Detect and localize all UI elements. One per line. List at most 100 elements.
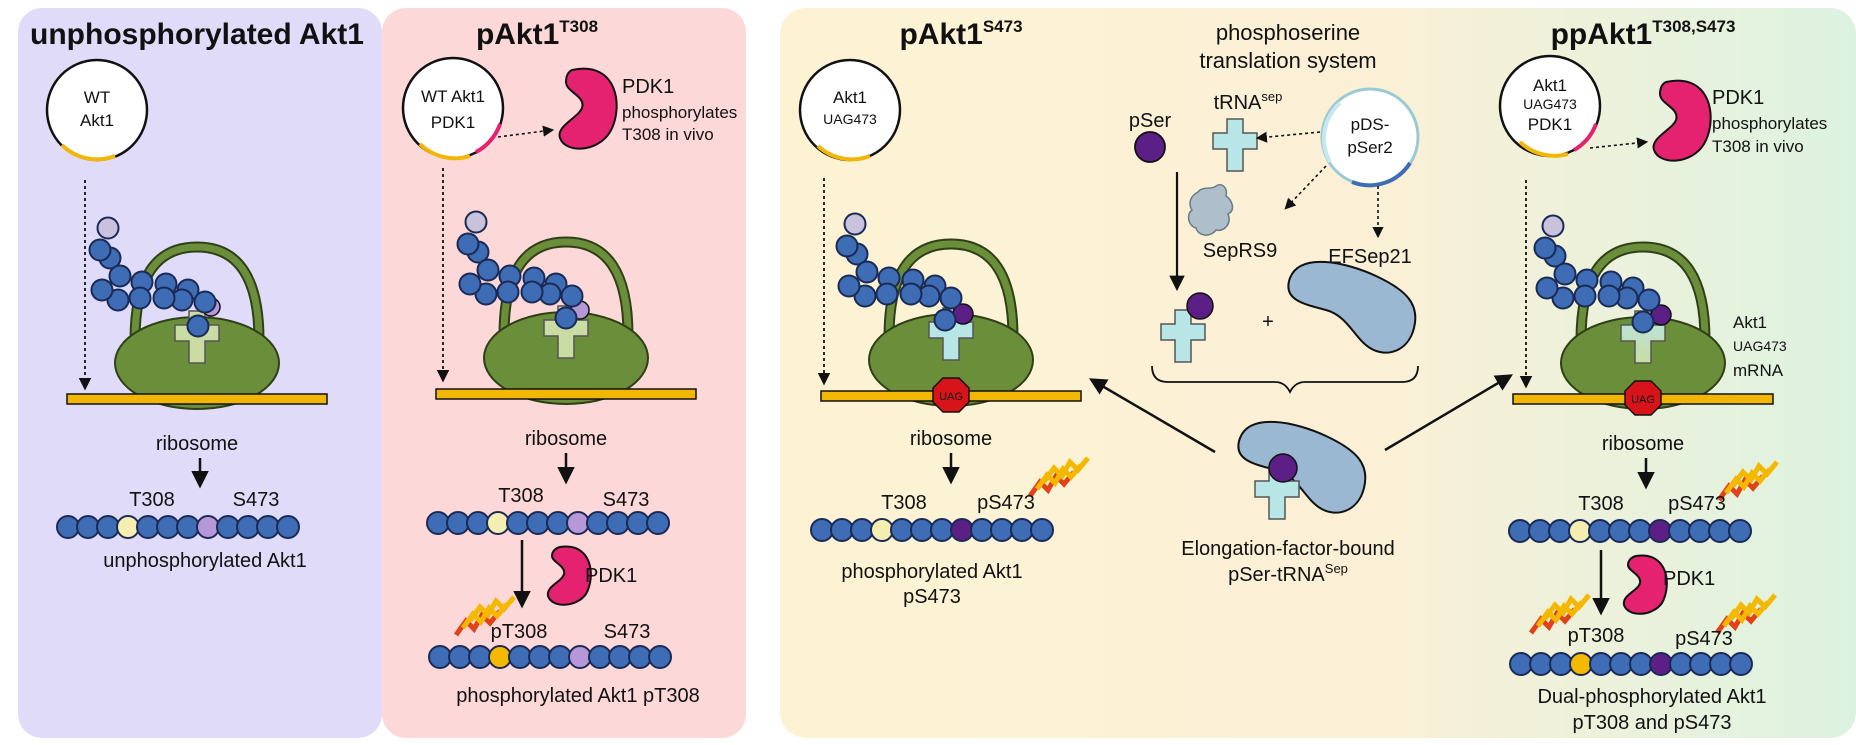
chain-bead: [276, 515, 300, 539]
nascent-chain: [456, 210, 584, 330]
plasmid-icon: [45, 58, 149, 162]
chain-bead: [186, 314, 210, 338]
chain-bead: [526, 511, 550, 535]
akt1-chain: [810, 518, 1054, 542]
chain-bead: [458, 272, 482, 296]
panel-title: unphosphorylated Akt1: [30, 18, 364, 51]
chain-bead: [1609, 652, 1633, 676]
site-residue: [566, 511, 590, 535]
panel-pt308-content: pAkt1T308 WT Akt1 PDK1 PDK1 phosphorylat…: [401, 17, 737, 707]
efsep-label: EFSep21: [1328, 246, 1411, 268]
site-residue: [950, 518, 974, 542]
chain-bead: [546, 511, 570, 535]
chain-bead: [256, 515, 280, 539]
chain-bead: [468, 645, 492, 669]
plasmid-label-1: Akt1: [1533, 76, 1567, 95]
chain-bead: [1669, 652, 1693, 676]
mrna-label-1: Akt1: [1733, 313, 1767, 332]
chain-bead: [890, 518, 914, 542]
seprs-enzyme-icon: [1187, 184, 1234, 236]
plasmid-label-1: Akt1: [833, 88, 867, 107]
panel-unphos-content: unphosphorylated Akt1 WT Akt1 ribosome T…: [30, 18, 364, 572]
burst-stroke: [1730, 460, 1779, 488]
plasmid-label-2: Akt1: [80, 111, 114, 130]
akt1-chain: [56, 515, 300, 539]
chain-bead: [1553, 262, 1577, 286]
chain-bead: [554, 306, 578, 330]
pser-label: pSer: [1129, 110, 1172, 132]
chain-bead: [875, 282, 899, 306]
chain-bead: [930, 518, 954, 542]
pser-molecule: [1134, 131, 1166, 163]
trna-label: tRNAsep: [1214, 89, 1283, 114]
chain-bead: [646, 511, 670, 535]
chain-bead: [506, 511, 530, 535]
site-residue: [1568, 519, 1592, 543]
chain-bead: [1689, 652, 1713, 676]
chain-bead: [156, 515, 180, 539]
chain-bead: [970, 518, 994, 542]
plasmid-label-2: UAG473: [1523, 96, 1577, 112]
chain-bead: [1709, 652, 1733, 676]
chain-start-bead: [843, 212, 867, 236]
chain-bead: [1010, 518, 1034, 542]
chain-bead: [1597, 284, 1621, 308]
chain-bead: [136, 515, 160, 539]
nascent-chain: [835, 212, 963, 332]
result-label-1: Dual-phosphorylated Akt1: [1537, 686, 1766, 708]
chain-bead: [1589, 652, 1613, 676]
phospho-burst-icon: [1027, 456, 1090, 498]
result-label-2: pT308 and pS473: [1572, 712, 1731, 734]
site-t308-label: T308: [129, 489, 175, 511]
chain-bead: [560, 284, 584, 308]
site-residue: [568, 645, 592, 669]
combine-bracket: [1151, 365, 1419, 395]
chain-bead: [476, 258, 500, 282]
chain-bead: [588, 645, 612, 669]
pdk1-desc-1: phosphorylates: [622, 103, 737, 122]
complex-label-1: Elongation-factor-bound: [1181, 538, 1394, 560]
chain-bead: [1631, 310, 1655, 334]
pdk1-desc-2: T308 in vivo: [622, 125, 714, 144]
pdk1-label: PDK1: [622, 76, 674, 98]
uag-label: UAG: [1631, 394, 1655, 406]
site-t308-label: T308: [1578, 493, 1624, 515]
site-s473-label: S473: [233, 489, 280, 511]
burst-stroke: [1542, 593, 1591, 621]
chain-bead: [837, 274, 861, 298]
result-label: phosphorylated Akt1 pT308: [456, 685, 700, 707]
complex-label-2: pSer-tRNASep: [1228, 561, 1348, 586]
chain-bead: [990, 518, 1014, 542]
ef-protein-icon: [1287, 260, 1417, 354]
plus-sign: +: [1262, 311, 1274, 333]
chain-bead: [176, 515, 200, 539]
chain-bead: [1509, 652, 1533, 676]
plasmid-icon: [401, 56, 505, 161]
panel-title: pAkt1T308: [476, 17, 598, 51]
site-residue: [488, 645, 512, 669]
site-residue: [870, 518, 894, 542]
plasmid-icon: [1498, 54, 1602, 158]
site-residue: [486, 511, 510, 535]
chain-bead: [466, 511, 490, 535]
site-pt308-label: pT308: [491, 621, 548, 643]
ribosome-group: UAG: [1512, 241, 1774, 416]
chain-bead: [496, 280, 520, 304]
akt1-chain: [1508, 519, 1752, 543]
plasmid-icon: [1320, 87, 1420, 188]
chain-bead: [1508, 519, 1532, 543]
site-ps473-label: pS473: [1675, 628, 1733, 650]
uag-stop-icon: [1624, 380, 1662, 416]
chain-bead: [606, 511, 630, 535]
panel-title: ppAkt1T308,S473: [1551, 17, 1736, 51]
chain-bead: [1588, 519, 1612, 543]
site-ps473-label: pS473: [1668, 493, 1726, 515]
ribosome-label: ribosome: [525, 428, 607, 450]
akt1-chain-phosphorylated: [428, 645, 672, 669]
system-title-1: phosphoserine: [1216, 20, 1360, 45]
plasmid-label-1: WT Akt1: [421, 87, 485, 106]
site-residue: [116, 515, 140, 539]
plasmid-label-1: WT: [84, 88, 110, 107]
chain-bead: [56, 515, 80, 539]
